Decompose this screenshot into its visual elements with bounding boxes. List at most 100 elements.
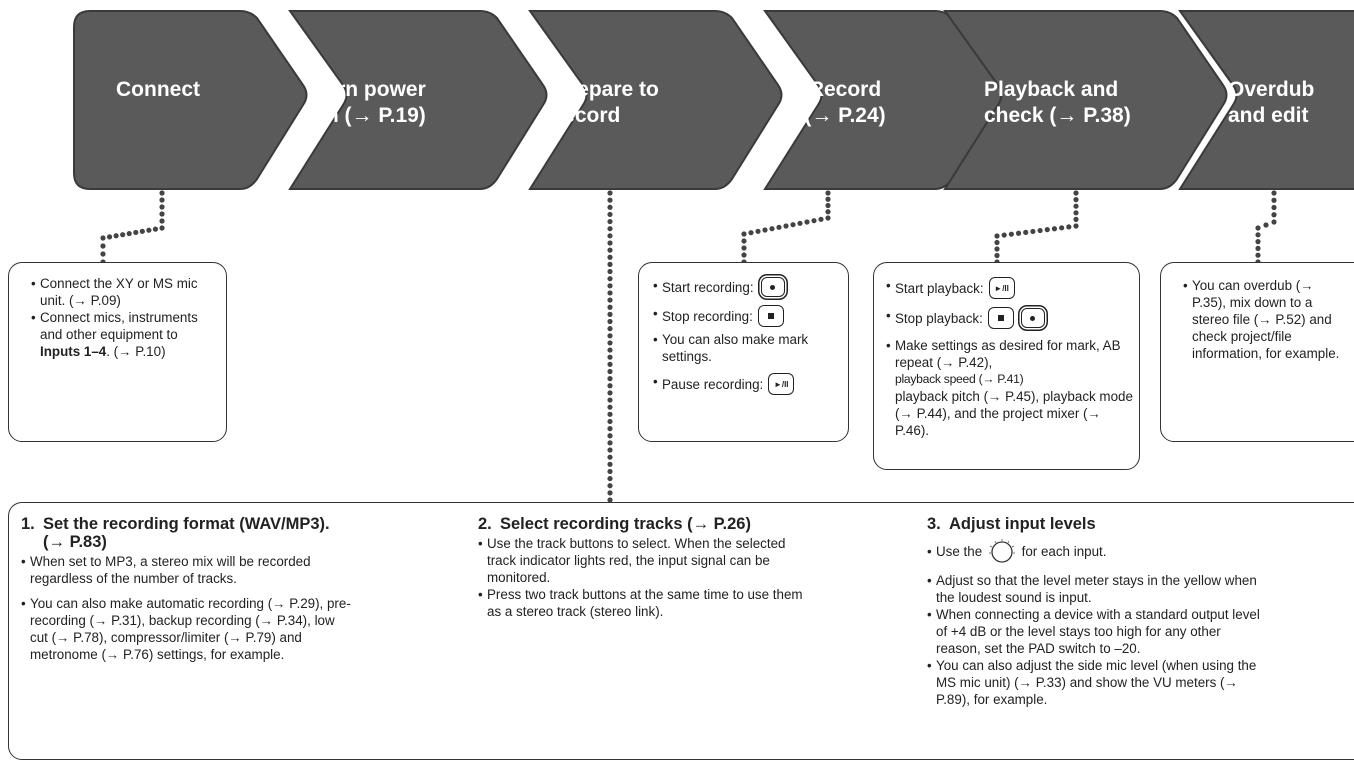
connector-dot — [1073, 210, 1079, 216]
connector-dot — [797, 220, 803, 226]
connector-dot — [159, 225, 165, 231]
connector-dot — [741, 252, 747, 258]
connector-dot — [1271, 219, 1277, 225]
connector-dot — [1008, 231, 1014, 237]
connect-note: Connect the XY or MS mic unit. (→ P.09) … — [8, 262, 227, 442]
connector-dot — [755, 228, 761, 234]
overdub-note: You can overdub (→ P.35), mix down to a … — [1160, 262, 1354, 442]
connector-dot — [159, 204, 165, 210]
connector-dot — [825, 215, 831, 221]
connector-dot — [146, 227, 152, 233]
connector-dot — [607, 240, 613, 246]
connector-dot — [994, 239, 1000, 246]
connector-dot — [607, 261, 613, 267]
connector-dot — [607, 268, 613, 275]
connector-dot — [133, 229, 139, 236]
tracks-heading: 2.Select recording tracks (→ P.26) — [478, 515, 751, 533]
connector-dot — [825, 202, 831, 209]
connector-dot — [1271, 204, 1277, 211]
level-knob-icon — [988, 539, 1015, 564]
connector-dot — [1073, 190, 1079, 196]
connector-dot — [152, 226, 159, 232]
connector-dot — [607, 233, 613, 239]
connector-dot — [607, 404, 613, 410]
connector-dot — [607, 347, 613, 353]
inputs-label: Inputs 1–4 — [40, 344, 107, 359]
tracks-item: Use the track buttons to select. When th… — [478, 535, 808, 586]
format-heading: 1.Set the recording format (WAV/MP3).(→ … — [21, 515, 330, 551]
step-arrow-playback — [943, 10, 1228, 190]
format-item: When set to MP3, a stereo mix will be re… — [21, 553, 351, 587]
connector-dot — [607, 361, 613, 367]
connector-dot — [139, 228, 145, 234]
connector-dot — [1023, 229, 1029, 235]
connector-dot — [607, 326, 613, 332]
record-pause-item: Pause recording: ►/II — [653, 373, 840, 395]
connector-dot — [607, 383, 613, 389]
connector-dot — [607, 461, 613, 467]
record-button-icon — [760, 277, 785, 297]
connector-dot — [1073, 223, 1079, 229]
connector-dot — [776, 224, 782, 230]
connector-dot — [825, 209, 831, 215]
levels-item: Adjust so that the level meter stays in … — [927, 572, 1262, 606]
connector-dot — [607, 447, 613, 453]
connector-dot — [159, 190, 165, 196]
connector-dot — [804, 219, 810, 225]
connector-dot — [120, 232, 126, 238]
connector-dot — [607, 376, 613, 382]
step-title-record: Record (→ P.24) — [804, 78, 886, 127]
connector-dot — [1255, 232, 1261, 238]
connect-note-item: Connect mics, instruments and other equi… — [31, 309, 218, 360]
connector-dot — [100, 235, 106, 241]
connector-dot — [1066, 224, 1072, 230]
connector-dot — [1255, 225, 1261, 231]
connector-dot — [1073, 197, 1079, 203]
connector-dot — [994, 246, 1000, 252]
step-title-power: Turn power on (→ P.19) — [313, 78, 426, 127]
step-title-connect: Connect — [116, 78, 200, 101]
levels-knob-item: Use the for each input. — [927, 539, 1262, 564]
connector-dot — [607, 304, 613, 310]
connector-dot — [1001, 232, 1007, 238]
dots-record — [741, 190, 831, 265]
play-pause-button-icon: ►/II — [768, 373, 795, 395]
prepare-col-levels: 3.Adjust input levels Use the for each i… — [927, 515, 1262, 708]
connector-dot — [607, 318, 613, 325]
connector-dot — [1073, 216, 1079, 222]
step-arrow-prepare — [528, 10, 783, 190]
connector-dot — [159, 211, 165, 217]
connector-dot — [1059, 225, 1065, 231]
connector-dot — [1073, 203, 1079, 209]
connector-dot — [607, 333, 613, 339]
connector-dot — [607, 276, 613, 282]
step-arrow-overdub — [1178, 10, 1354, 190]
playback-stop-item: Stop playback: — [886, 307, 1133, 329]
prepare-col-tracks: 2.Select recording tracks (→ P.26) Use t… — [478, 515, 808, 620]
record-stop-item: Stop recording: — [653, 305, 840, 327]
connector-dot — [607, 433, 613, 439]
connect-note-item: Connect the XY or MS mic unit. (→ P.09) — [31, 275, 218, 309]
dots-prepare — [607, 190, 613, 503]
stop-button-icon — [757, 305, 784, 327]
connector-dot — [607, 290, 613, 296]
connector-dot — [748, 230, 754, 236]
connector-dot — [607, 390, 613, 396]
connector-dot — [1030, 228, 1036, 235]
connector-dot — [607, 454, 613, 460]
playback-note: Start playback: ►/II Stop playback: Make… — [873, 262, 1140, 470]
connector-dot — [607, 475, 613, 482]
connector-dot — [994, 233, 1000, 239]
connector-dot — [607, 283, 613, 289]
connector-dot — [769, 226, 775, 232]
play-pause-button-icon: ►/II — [988, 277, 1015, 299]
connector-dot — [607, 211, 613, 218]
connector-dot — [607, 254, 613, 260]
connector-dot — [607, 418, 613, 425]
connector-dot — [1255, 239, 1261, 245]
prepare-panel: 1.Set the recording format (WAV/MP3).(→ … — [8, 502, 1354, 760]
step-title-prepare: Prepare to record — [555, 78, 659, 127]
connector-dot — [994, 252, 1000, 259]
record-note: Start recording: Stop recording: You can… — [638, 262, 849, 442]
